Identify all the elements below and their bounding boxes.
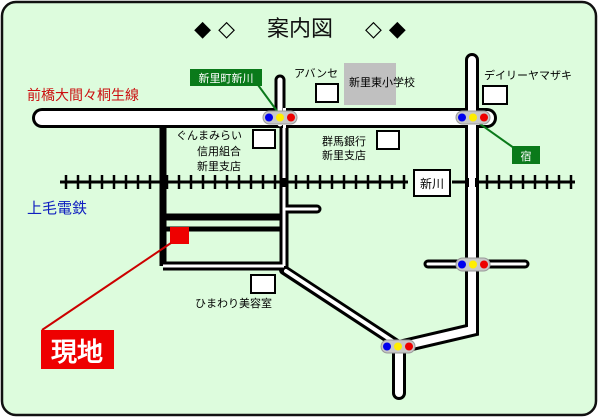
school-label: 新里東小学校 [349,75,415,89]
avanse-label: アバンセ [294,67,338,80]
gunma-mirai-line2: 信用組合 [197,144,241,158]
landmark-gunma-bank: 群馬銀行 新里支店 [322,130,400,162]
title-left-ornament: ◆ ◇ [194,17,235,42]
map-title: ◆ ◇ 案内図 ◇ ◆ [194,17,406,42]
landmark-avanse: アバンセ [294,67,339,103]
title-text: 案内図 [267,17,333,42]
station-label: 新川 [420,176,444,191]
intersection-west: 新里町新川 [190,69,278,112]
railway-line-label: 上毛電鉄 [27,199,87,217]
gunma-bank-line2: 新里支店 [322,148,366,162]
title-right-ornament: ◇ ◆ [365,17,406,42]
railway-line [60,175,575,189]
landmark-gunma-mirai: ぐんまみらい 信用組合 新里支店 [176,129,276,173]
station-shinkawa: 新川 [413,169,451,197]
rail-crossings [160,178,479,187]
landmark-daily-yamazaki: デイリーヤマザキ [482,68,572,105]
gunma-bank-line1: 群馬銀行 [322,134,366,148]
gunma-mirai-line1: ぐんまみらい [176,129,242,142]
intersection-east-label: 宿 [521,149,532,163]
traffic-signal-west [262,110,298,125]
site-marker: 現地 [41,227,189,369]
main-road-label: 前橋大間々桐生線 [27,87,139,104]
gunma-mirai-line3: 新里支店 [197,159,241,173]
himawari-label: ひまわり美容室 [195,296,272,310]
site-label: 現地 [51,338,103,368]
daily-yamazaki-label: デイリーヤマザキ [484,68,572,82]
traffic-signal-south [380,339,416,354]
landmark-himawari: ひまわり美容室 [195,274,276,310]
traffic-signal-east [455,110,491,125]
traffic-signal-southeast [455,257,491,272]
intersection-west-label: 新里町新川 [199,71,254,85]
landmark-school: 新里東小学校 [344,63,415,105]
